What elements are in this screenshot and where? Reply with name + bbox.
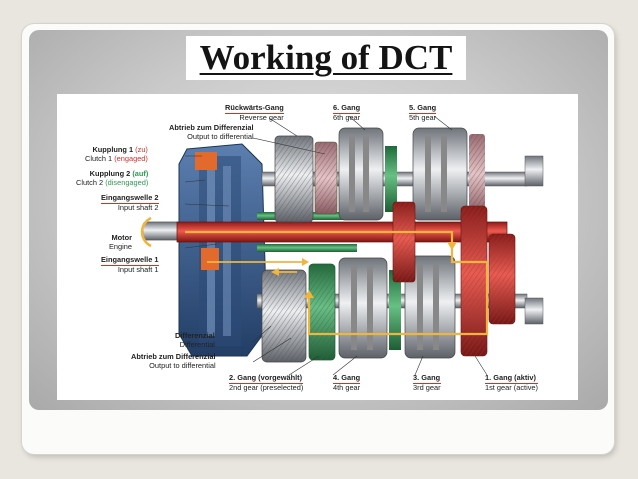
gear-6 <box>338 127 397 221</box>
label-gear-5: 5. Gang 5th gear <box>409 103 437 122</box>
output-gear-top <box>314 141 338 215</box>
label-output-to-differential-top: Abtrieb zum Differenzial Output to diffe… <box>169 123 254 141</box>
dct-cutaway-diagram: Rückwärts-Gang Reverse gear 6. Gang 6th … <box>57 94 578 400</box>
gear-1-active <box>392 155 544 357</box>
label-gear-1: 1. Gang (aktiv) 1st gear (active) <box>485 373 538 392</box>
label-output-to-differential-bottom: Abtrieb zum Differenzial Output to diffe… <box>131 352 216 370</box>
label-engine: Motor Engine <box>109 233 133 251</box>
gear-4 <box>338 257 401 359</box>
label-gear-4: 4. Gang 4th gear <box>333 373 361 392</box>
slide-title: Working of DCT <box>186 36 466 80</box>
gear-3 <box>404 255 456 359</box>
label-clutch-1: Kupplung 1 (zu) Clutch 1 (engaged) <box>85 145 148 163</box>
reverse-gear <box>274 135 314 223</box>
label-input-shaft-2: Eingangswelle 2 Input shaft 2 <box>101 193 159 212</box>
differential-gear <box>261 269 307 363</box>
power-flow-preselected <box>207 261 302 273</box>
leader-lines <box>184 115 488 376</box>
label-clutch-2: Kupplung 2 (auf) Clutch 2 (disengaged) <box>76 169 149 187</box>
gear-2 <box>308 263 336 361</box>
flow-arrow-head <box>271 268 279 276</box>
label-input-shaft-1: Eingangswelle 1 Input shaft 1 <box>101 255 159 274</box>
flow-arrow-head <box>304 290 314 298</box>
label-reverse-gear: Rückwärts-Gang Reverse gear <box>225 103 284 122</box>
gear-5 <box>412 127 485 221</box>
engine-input-shaft <box>140 216 184 248</box>
power-flow-active <box>185 230 489 336</box>
label-gear-6: 6. Gang 6th gear <box>333 103 361 122</box>
label-differential: Differenzial Differential <box>175 331 215 349</box>
flow-arrow-head <box>302 258 309 266</box>
label-gear-2: 2. Gang (vorgewählt) 2nd gear (preselect… <box>229 373 304 392</box>
label-gear-3: 3. Gang 3rd gear <box>413 373 441 392</box>
dct-illustration <box>140 115 544 376</box>
clutch-housing <box>178 143 268 357</box>
flow-arrow-head <box>447 242 457 250</box>
